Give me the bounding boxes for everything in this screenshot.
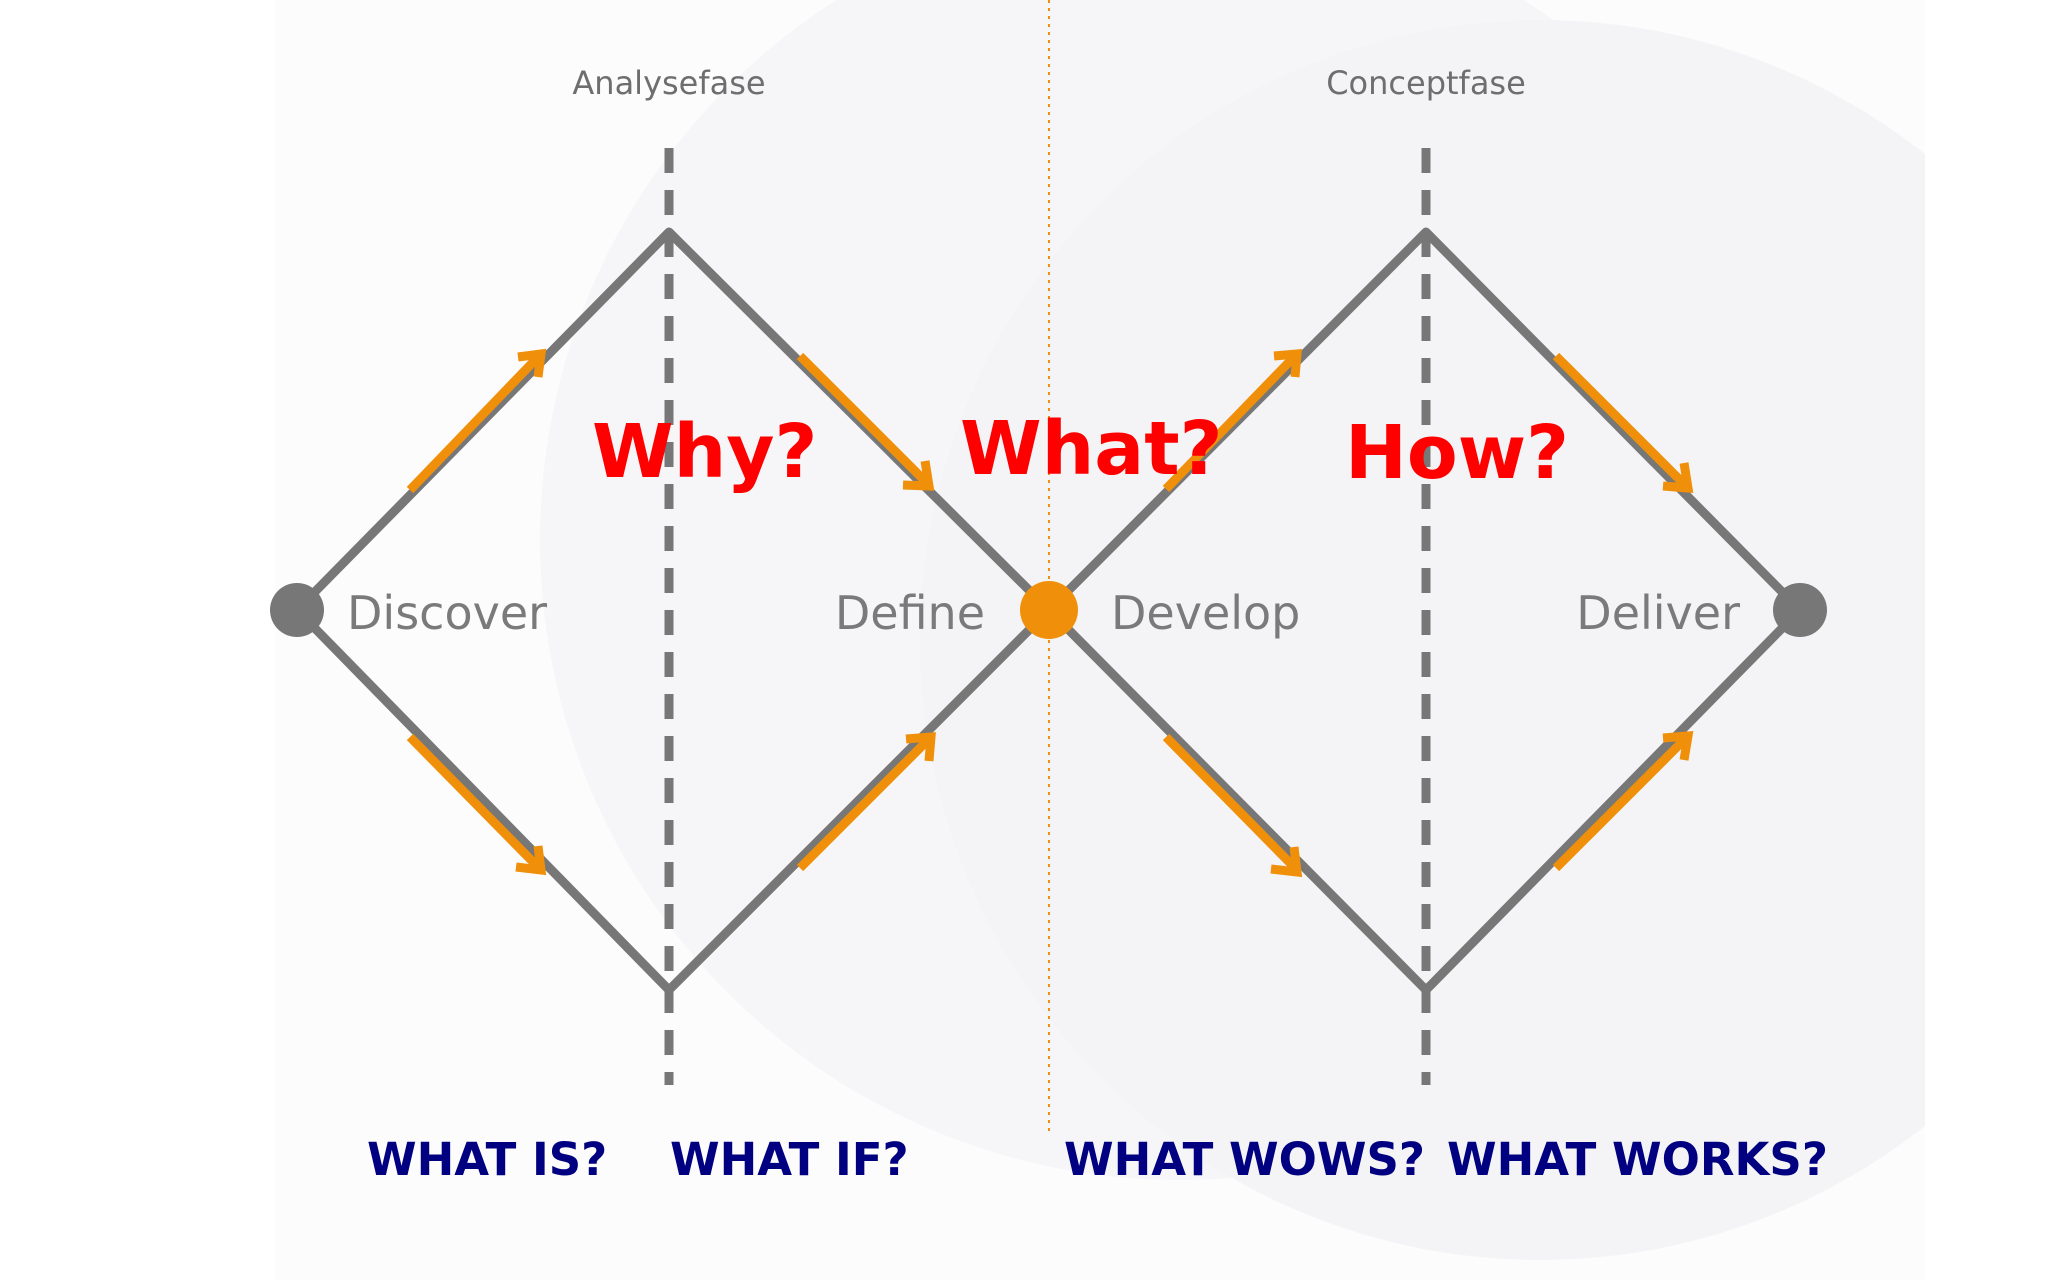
arrows: [406, 348, 1694, 878]
phase-label-analysefase: Analysefase: [572, 64, 765, 102]
arrow-define-down: [796, 352, 935, 491]
start-node: [270, 583, 324, 637]
arrow-develop-up: [1162, 349, 1302, 493]
arrow-define-up: [796, 732, 936, 872]
question-what: What?: [960, 406, 1223, 492]
background-shapes: [275, 0, 2048, 1280]
arrow-develop-down: [1162, 733, 1303, 878]
stage-label-deliver: Deliver: [1576, 586, 1740, 640]
phase-label-conceptfase: Conceptfase: [1326, 64, 1526, 102]
center-node: [1020, 581, 1078, 639]
bottom-question-what-is: WHAT IS?: [367, 1133, 607, 1186]
arrow-discover-down: [406, 733, 547, 876]
arrow-discover-up: [406, 348, 547, 494]
arrow-deliver-up: [1552, 731, 1694, 872]
question-why: Why?: [592, 409, 817, 495]
stage-label-discover: Discover: [347, 586, 547, 640]
stage-label-develop: Develop: [1111, 586, 1300, 640]
arrow-deliver-down: [1552, 352, 1694, 493]
bottom-question-what-if: WHAT IF?: [670, 1133, 909, 1186]
question-how: How?: [1345, 410, 1569, 496]
stage-label-define: Define: [835, 586, 985, 640]
end-node: [1773, 583, 1827, 637]
bottom-question-what-wows: WHAT WOWS?: [1064, 1133, 1425, 1186]
bottom-question-what-works: WHAT WORKS?: [1447, 1133, 1828, 1186]
